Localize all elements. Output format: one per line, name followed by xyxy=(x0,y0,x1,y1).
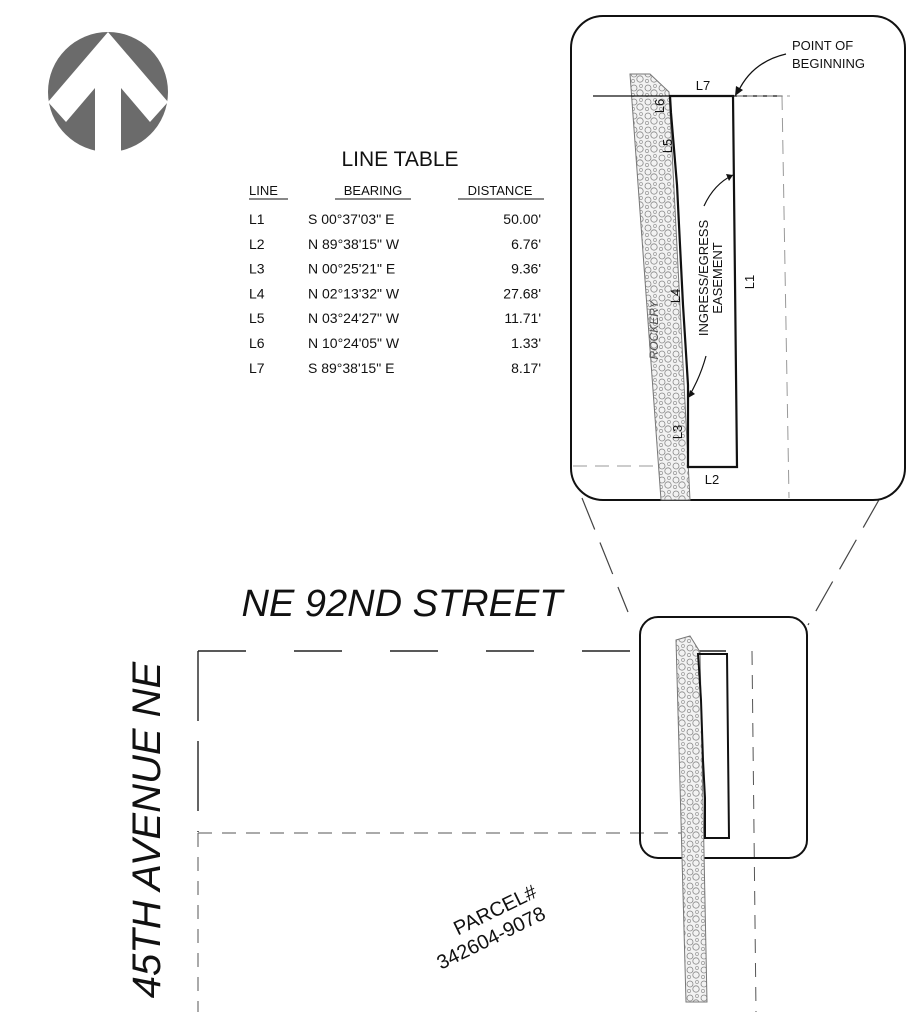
site-easement-boundary xyxy=(696,653,731,839)
north-arrow-icon xyxy=(48,32,168,154)
zoom-connector-left xyxy=(581,497,629,613)
pob-label-line2: BEGINNING xyxy=(792,56,865,71)
zoom-connector-right xyxy=(807,497,881,626)
segment-label-l1: L1 xyxy=(742,275,757,289)
table-cell-bearing: N 10°24'05" W xyxy=(308,335,400,351)
header-distance: DISTANCE xyxy=(468,183,533,198)
table-cell-bearing: N 89°38'15" W xyxy=(308,236,400,252)
table-cell-line: L5 xyxy=(249,310,265,326)
table-cell-line: L4 xyxy=(249,285,265,301)
header-bearing: BEARING xyxy=(344,183,403,198)
table-cell-bearing: S 00°37'03" E xyxy=(308,211,394,227)
segment-label-l5: L5 xyxy=(660,139,675,153)
detail-dashed-boundary xyxy=(781,95,790,499)
site-rockery-strip xyxy=(675,635,708,1003)
table-cell-line: L1 xyxy=(249,211,265,227)
pob-leader xyxy=(737,53,787,93)
table-cell-line: L2 xyxy=(249,236,265,252)
table-cell-bearing: N 02°13'32" W xyxy=(308,285,400,301)
line-table: LINE TABLE LINE BEARING DISTANCE L1 S 00°… xyxy=(249,148,544,376)
table-cell-line: L6 xyxy=(249,335,265,351)
easement-boundary xyxy=(668,94,739,469)
easement-label-line1: INGRESS/EGRESS xyxy=(696,220,711,337)
table-cell-bearing: S 89°38'15" E xyxy=(308,360,394,376)
pob-label-line1: POINT OF xyxy=(792,38,853,53)
table-cell-distance: 27.68' xyxy=(503,285,541,301)
segment-label-l3: L3 xyxy=(670,425,685,439)
table-cell-distance: 50.00' xyxy=(503,211,541,227)
table-cell-bearing: N 00°25'21" E xyxy=(308,261,395,277)
header-line: LINE xyxy=(249,183,278,198)
segment-label-l7: L7 xyxy=(696,78,710,93)
line-table-rows: L1 S 00°37'03" E 50.00' L2 N 89°38'15" W 6.76… xyxy=(249,211,541,376)
rockery-label: ROCKERY xyxy=(647,300,661,360)
table-cell-distance: 1.33' xyxy=(511,335,541,351)
segment-label-l2: L2 xyxy=(705,472,719,487)
detail-view: L7 L6 L5 L4 L3 L2 L1 ROCKERY INGRESS/EGR… xyxy=(573,38,865,501)
table-cell-bearing: N 03°24'27" W xyxy=(308,310,400,326)
avenue-label: 45TH AVENUE NE xyxy=(125,660,169,998)
table-cell-distance: 6.76' xyxy=(511,236,541,252)
table-cell-distance: 8.17' xyxy=(511,360,541,376)
table-cell-distance: 9.36' xyxy=(511,261,541,277)
parcel-east-line xyxy=(751,650,757,1013)
rockery-strip xyxy=(629,73,691,501)
street-label: NE 92ND STREET xyxy=(242,583,566,625)
segment-label-l6: L6 xyxy=(652,99,667,113)
table-cell-line: L7 xyxy=(249,360,265,376)
site-callout-frame xyxy=(639,616,808,859)
table-cell-distance: 11.71' xyxy=(504,310,541,326)
easement-label-line2: EASEMENT xyxy=(710,242,725,314)
line-table-title: LINE TABLE xyxy=(341,148,458,171)
table-cell-line: L3 xyxy=(249,261,265,277)
segment-label-l4: L4 xyxy=(668,289,683,303)
